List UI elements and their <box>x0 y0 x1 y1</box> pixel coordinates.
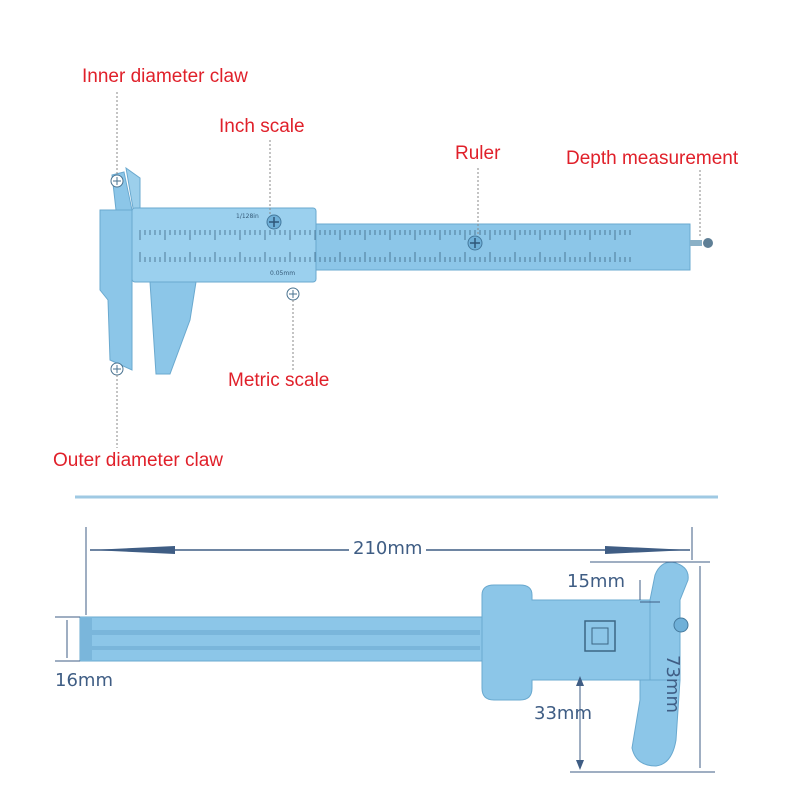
marker-outer-claw-icon <box>110 362 124 376</box>
label-inner-diameter-claw: Inner diameter claw <box>82 66 248 87</box>
depth-rod-tip <box>703 238 713 248</box>
label-depth-measurement: Depth measurement <box>566 148 739 169</box>
fixed-jaw <box>99 209 133 371</box>
side-beam <box>79 616 493 662</box>
top-caliper: 1/128in 0.05mm <box>99 92 713 448</box>
label-ruler: Ruler <box>455 143 501 164</box>
side-screw-icon <box>673 617 689 633</box>
side-jaw-bottom <box>631 679 681 767</box>
label-outer-diameter-claw: Outer diameter claw <box>53 450 224 471</box>
sliding-jaw <box>149 281 197 375</box>
beam-ticks <box>139 230 631 262</box>
marker-metric-icon <box>286 287 300 301</box>
label-inch-scale: Inch scale <box>219 116 305 137</box>
screw-icon <box>266 214 282 230</box>
side-jaw-top <box>649 561 689 681</box>
inch-unit-mark: 1/128in <box>236 213 259 220</box>
slider-window <box>584 620 616 652</box>
metric-unit-mark: 0.05mm <box>270 270 295 277</box>
side-caliper <box>55 527 715 773</box>
dim-inner-depth: 15mm <box>567 571 625 592</box>
dim-outer-depth: 33mm <box>534 703 592 724</box>
dim-width: 16mm <box>55 670 113 691</box>
dim-height: 73mm <box>662 655 683 713</box>
screw-icon <box>467 235 483 251</box>
leader-lines <box>116 92 701 448</box>
label-metric-scale: Metric scale <box>228 370 330 391</box>
dim-length: 210mm <box>349 538 427 559</box>
depth-rod <box>690 240 702 246</box>
marker-inner-claw-icon <box>110 174 124 188</box>
dimension-lines <box>55 527 715 773</box>
side-slider <box>481 584 651 701</box>
